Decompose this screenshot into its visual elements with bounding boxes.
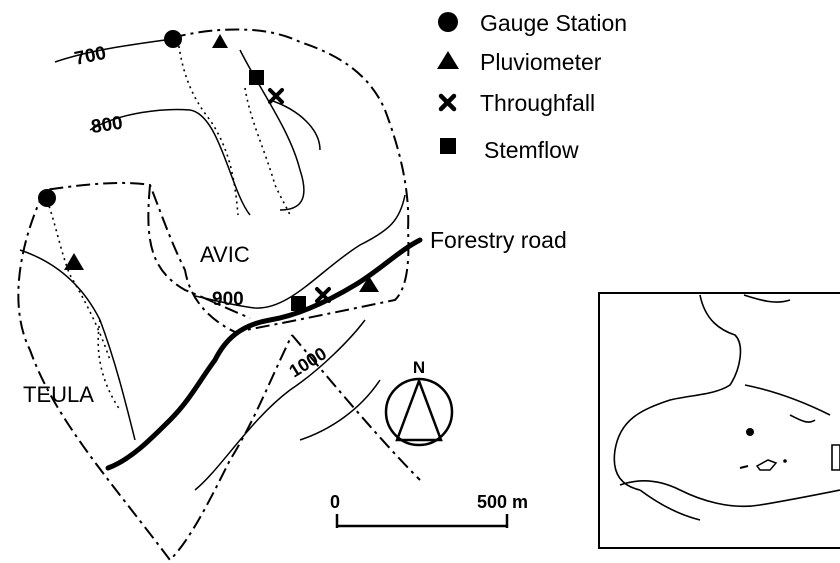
- legend-gauge-label: Gauge Station: [480, 10, 627, 36]
- north-arrow: N: [384, 358, 454, 447]
- contour-label-700: 700: [73, 43, 108, 70]
- inset-coastline: [613, 294, 840, 521]
- inset-site-marker: [746, 428, 754, 436]
- inset-map: [598, 292, 840, 549]
- contour-800: [89, 108, 251, 216]
- contour-1000: [194, 319, 366, 491]
- stream-teula-1: [44, 194, 111, 361]
- legend-stemflow-icon: [440, 138, 456, 154]
- legend-pluviometer-icon: [437, 51, 459, 69]
- legend-gauge-icon: [438, 12, 458, 32]
- contour-700: [54, 39, 166, 63]
- scale-bar-end-label: 500 m: [477, 492, 528, 512]
- teula-boundary: [17, 189, 293, 562]
- contour-900: [194, 194, 406, 309]
- legend: Gauge Station Pluviometer Throughfall St…: [437, 10, 627, 163]
- boundary-south: [291, 334, 421, 481]
- catchment-label-teula: TEULA: [23, 382, 94, 407]
- contour-label-1000: 1000: [286, 343, 331, 381]
- avic-boundary: [44, 28, 410, 334]
- legend-throughfall-label: Throughfall: [480, 90, 595, 116]
- contour-north: [269, 99, 321, 151]
- inset-islands: [739, 459, 787, 471]
- throughfall-avic-north: [268, 88, 284, 104]
- gauge-station-avic: [164, 30, 182, 48]
- gauge-station-teula: [38, 189, 56, 207]
- pluviometer-avic-north: [212, 34, 228, 48]
- throughfall-road: [315, 287, 331, 303]
- north-arrow-circle: [384, 377, 454, 447]
- legend-pluviometer-label: Pluviometer: [480, 49, 602, 75]
- pluviometer-teula: [64, 253, 84, 270]
- contour-label-900: 900: [212, 289, 244, 310]
- stemflow-avic-north: [249, 70, 264, 85]
- pluviometer-road: [359, 276, 379, 292]
- forestry-road: [105, 237, 423, 471]
- contour-lower: [299, 379, 381, 441]
- legend-stemflow-label: Stemflow: [484, 137, 579, 163]
- contour-west: [19, 249, 136, 441]
- contour-lines: [19, 39, 406, 491]
- internal-divide: [147, 184, 251, 319]
- stream-avic-1: [177, 39, 239, 216]
- stream-teula-2: [97, 319, 121, 411]
- legend-throughfall-icon: [438, 93, 457, 112]
- stream-avic-2: [244, 87, 291, 216]
- catchment-label-avic: AVIC: [200, 242, 250, 267]
- forestry-road-label: Forestry road: [430, 227, 567, 253]
- north-arrow-label: N: [413, 358, 425, 377]
- contour-label-800: 800: [90, 113, 124, 138]
- scale-bar: 0 500 m: [330, 492, 528, 528]
- scale-bar-start-label: 0: [330, 492, 340, 512]
- stemflow-road: [291, 296, 306, 311]
- north-arrow-triangle: [395, 377, 443, 442]
- streams: [44, 39, 291, 411]
